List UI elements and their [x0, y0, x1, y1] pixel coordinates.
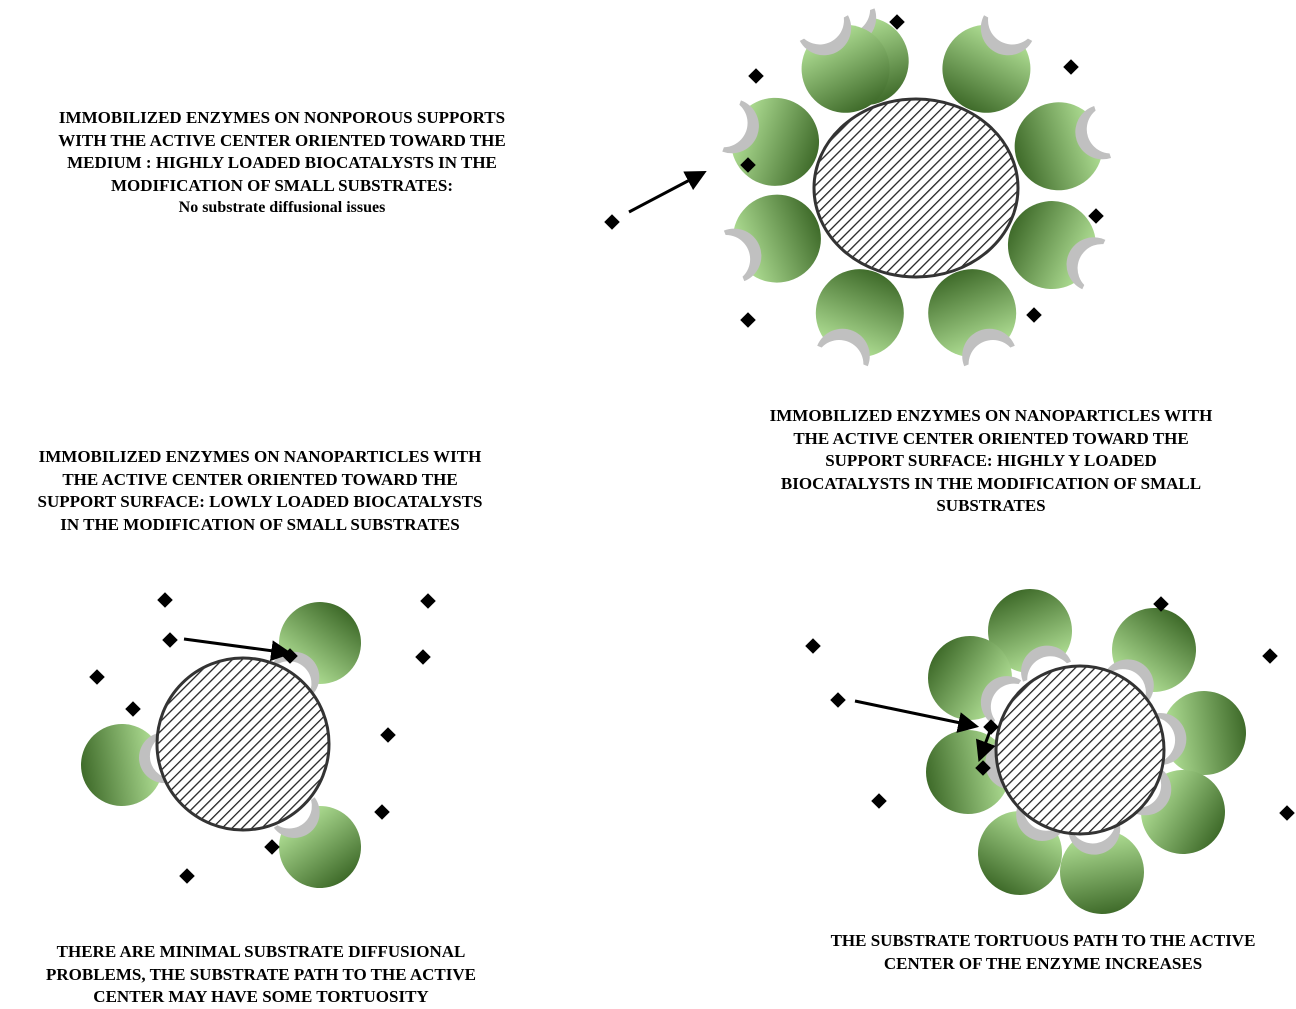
substrate-molecule — [740, 157, 756, 173]
enzyme — [716, 194, 821, 283]
substrate-molecule — [1088, 208, 1104, 224]
caption-highly-loaded-nanoparticle: IMMOBILIZED ENZYMES ON NANOPARTICLES WIT… — [736, 405, 1246, 518]
substrate-molecule — [374, 804, 390, 820]
caption-line: No substrate diffusional issues — [178, 199, 386, 216]
caption-line: SUPPORT SURFACE: LOWLY LOADED BIOCATALYS… — [37, 492, 483, 511]
panel-highly-loaded-nanoparticle — [805, 589, 1295, 914]
nanoparticle-support — [155, 656, 331, 832]
substrate-molecule — [162, 632, 178, 648]
substrate-molecule — [179, 868, 195, 884]
caption-line: THE ACTIVE CENTER ORIENTED TOWARD THE — [793, 428, 1189, 448]
caption-line: IMMOBILIZED ENZYMES ON NANOPARTICLES WIT… — [769, 406, 1213, 425]
panel-nonporous-support — [604, 1, 1119, 374]
enzyme — [928, 269, 1017, 374]
substrate-molecule — [1262, 648, 1278, 664]
caption-lowly-loaded-nanoparticle: IMMOBILIZED ENZYMES ON NANOPARTICLES WIT… — [4, 446, 516, 536]
caption-line: CENTER MAY HAVE SOME TORTUOSITY — [93, 987, 429, 1006]
substrate-molecule — [264, 839, 280, 855]
enzyme — [1007, 201, 1113, 291]
enzyme-group-inward — [81, 602, 361, 888]
panel-lowly-loaded-nanoparticle — [81, 592, 436, 888]
caption-line: IMMOBILIZED ENZYMES ON NONPOROUS SUPPORT… — [58, 108, 506, 127]
substrate-molecule — [1153, 596, 1169, 612]
substrate-molecule — [740, 312, 756, 328]
nonporous-support — [812, 97, 1020, 279]
enzyme — [815, 269, 904, 374]
caption-line: MODIFICATION OF SMALL SUBSTRATES: — [110, 175, 454, 195]
enzyme — [942, 8, 1034, 113]
caption-nonporous-support: IMMOBILIZED ENZYMES ON NONPOROUS SUPPORT… — [22, 107, 542, 220]
substrate-molecule — [1026, 307, 1042, 323]
substrate-path-arrow — [975, 730, 996, 762]
caption-line: MEDIUM : HIGHLY LOADED BIOCATALYSTS IN T… — [67, 153, 497, 172]
substrate-path-arrow — [183, 637, 293, 662]
substrate-molecule — [380, 727, 396, 743]
caption-line: THE ACTIVE CENTER ORIENTED TOWARD THE — [62, 469, 458, 489]
substrate-molecule — [983, 719, 999, 735]
caption-line: IMMOBILIZED ENZYMES ON NANOPARTICLES WIT… — [38, 447, 482, 466]
caption-line: THE SUBSTRATE TORTUOUS PATH TO THE ACTIV… — [830, 931, 1256, 950]
caption-tortuous-path: THE SUBSTRATE TORTUOUS PATH TO THE ACTIV… — [792, 930, 1294, 975]
substrate-molecule — [805, 638, 821, 654]
substrate-molecule — [748, 68, 764, 84]
nanoparticle-support — [994, 664, 1166, 836]
substrate-molecule — [1279, 805, 1295, 821]
substrate-molecule — [89, 669, 105, 685]
substrate-molecule — [975, 760, 991, 776]
caption-line: BIOCATALYSTS IN THE MODIFICATION OF SMAL… — [780, 473, 1202, 493]
substrate-molecule — [1063, 59, 1079, 75]
caption-line: IN THE MODIFICATION OF SMALL SUBSTRATES — [60, 514, 460, 534]
caption-line: THERE ARE MINIMAL SUBSTRATE DIFFUSIONAL — [56, 942, 466, 961]
substrate-molecule — [871, 793, 887, 809]
substrate-molecule — [830, 692, 846, 708]
enzyme-ring-outward — [715, 1, 1119, 374]
caption-minimal-diffusional-problems: THERE ARE MINIMAL SUBSTRATE DIFFUSIONAL … — [10, 941, 512, 1009]
caption-line: SUPPORT SURFACE: HIGHLY Y LOADED — [825, 451, 1157, 470]
caption-line: WITH THE ACTIVE CENTER ORIENTED TOWARD T… — [58, 130, 506, 150]
substrate-molecule — [125, 701, 141, 717]
substrate-molecule — [157, 592, 173, 608]
caption-line: CENTER OF THE ENZYME INCREASES — [883, 953, 1203, 973]
substrate-molecule — [415, 649, 431, 665]
caption-line: PROBLEMS, THE SUBSTRATE PATH TO THE ACTI… — [45, 964, 476, 984]
substrate-path-arrow — [628, 171, 707, 214]
substrate-group — [805, 596, 1295, 821]
enzyme — [1014, 102, 1119, 191]
substrate-molecule — [420, 593, 436, 609]
caption-line: SUBSTRATES — [936, 496, 1046, 515]
enzyme — [798, 8, 890, 113]
substrate-molecule — [604, 214, 620, 230]
substrate-path-arrow — [854, 699, 980, 733]
